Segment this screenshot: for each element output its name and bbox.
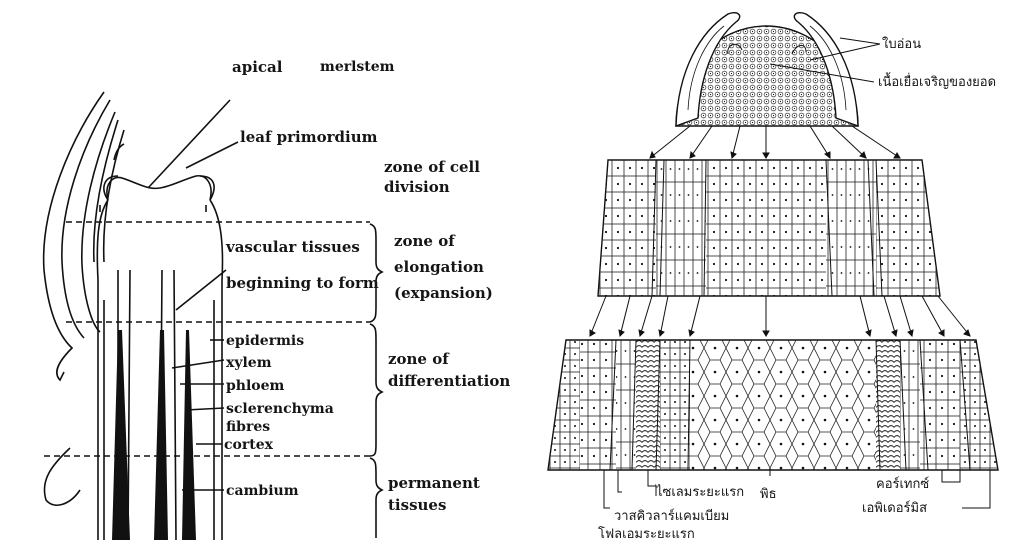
label-primary-xylem: ไซเลมระยะแรก [656,484,744,502]
middle-cell-block [596,160,942,296]
label-cortex-th: คอร์เทกซ์ [876,476,929,494]
leader-cortex [942,470,960,482]
apex-dome-cells [676,13,858,126]
label-apical-meristem-th: เนื้อเยื่อเจริญของยอด [878,74,996,92]
label-pith: พิธ [760,486,777,504]
leader-cambium [618,470,622,492]
leader-xylem [648,470,656,496]
bottom-cell-block [546,340,1000,470]
label-vascular-cambium: วาสคิวลาร์แคมเบียม [614,508,729,526]
label-young-leaf: ใบอ่อน [882,36,921,54]
label-epidermis-th: เอพิเดอร์มิส [862,500,927,518]
leader-phloem [604,470,610,508]
leader-epidermis [962,470,990,508]
label-primary-phloem: โฟลเอมระยะแรก [598,526,695,544]
